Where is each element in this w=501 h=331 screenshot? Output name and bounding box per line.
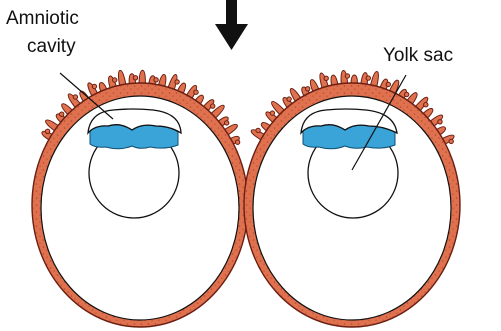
down-arrow-icon: [215, 0, 248, 50]
villus: [351, 75, 357, 83]
villus: [118, 70, 125, 85]
villus-branch: [270, 111, 274, 115]
label-amniotic-line2: cavity: [27, 36, 76, 57]
villus-branch: [405, 92, 409, 96]
villus-branch: [73, 95, 77, 99]
villus-branch: [438, 120, 442, 124]
villus-branch: [287, 97, 291, 101]
villus-branch: [256, 128, 260, 132]
villus-branch: [133, 76, 137, 80]
villus-branch: [92, 84, 96, 88]
villus-branch: [211, 104, 215, 108]
villus-branch: [45, 129, 49, 133]
villus-branch: [424, 103, 428, 107]
right-blastocyst: [244, 70, 460, 327]
label-yolk-sac: Yolk sac: [383, 45, 453, 66]
villus-branch: [449, 139, 453, 143]
villus-branch: [306, 87, 310, 91]
villus-branch: [194, 90, 198, 94]
villus-branch: [154, 78, 158, 82]
villus: [371, 71, 379, 86]
villus-branch: [366, 76, 370, 80]
villus-branch: [225, 121, 229, 125]
left-blastocyst: [32, 70, 248, 327]
label-amniotic-line1: Amniotic: [6, 8, 79, 29]
villus-branch: [345, 74, 349, 78]
villus-branch: [175, 80, 179, 84]
villus: [139, 70, 145, 83]
villus-branch: [60, 112, 64, 116]
villus-branch: [324, 76, 328, 80]
villus-branch: [113, 78, 117, 82]
villus-branch: [386, 82, 390, 86]
villus-branch: [235, 140, 239, 144]
